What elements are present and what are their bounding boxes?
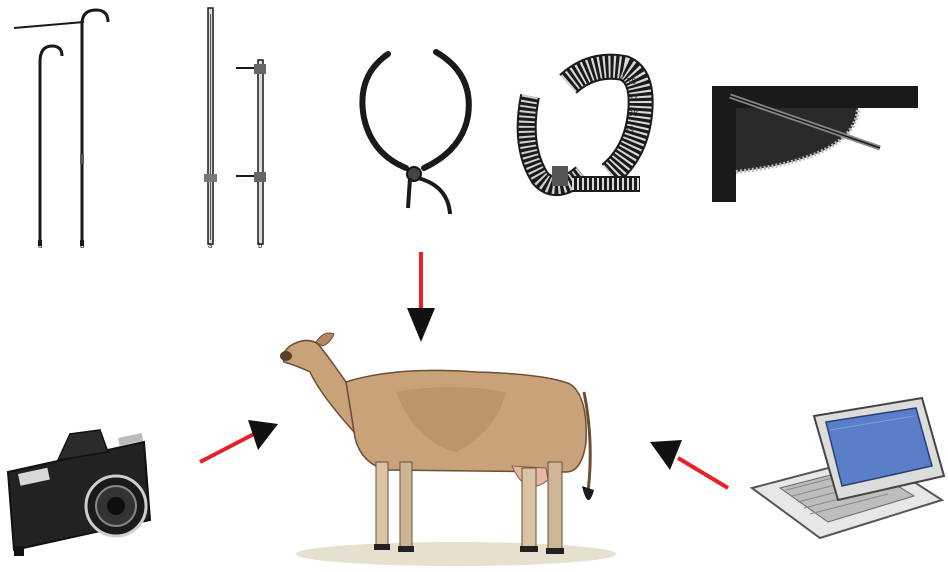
stick-marker-a: a <box>38 242 42 250</box>
camera-icon <box>4 428 152 558</box>
tape-number-38: 38 <box>628 109 638 118</box>
stick-marker-b: b <box>80 242 84 250</box>
laptop-icon <box>746 396 946 542</box>
caliper-icon <box>350 46 480 228</box>
rod-marker-a: a <box>208 242 212 250</box>
angle-gauge-icon <box>708 80 922 204</box>
arrow-camera-to-cow <box>196 414 286 470</box>
tape-number-37: 37 <box>628 93 638 102</box>
tape-number-39: 39 <box>624 125 634 134</box>
measuring-stick-icon: a b <box>10 4 115 254</box>
cow-icon <box>276 322 616 568</box>
arrow-laptop-to-cow <box>644 432 734 492</box>
measuring-rod-icon: a b <box>196 4 276 254</box>
rod-marker-b: b <box>258 242 262 250</box>
measuring-tape-icon: 36 37 38 39 <box>512 56 652 206</box>
tape-number-36: 36 <box>626 77 636 86</box>
